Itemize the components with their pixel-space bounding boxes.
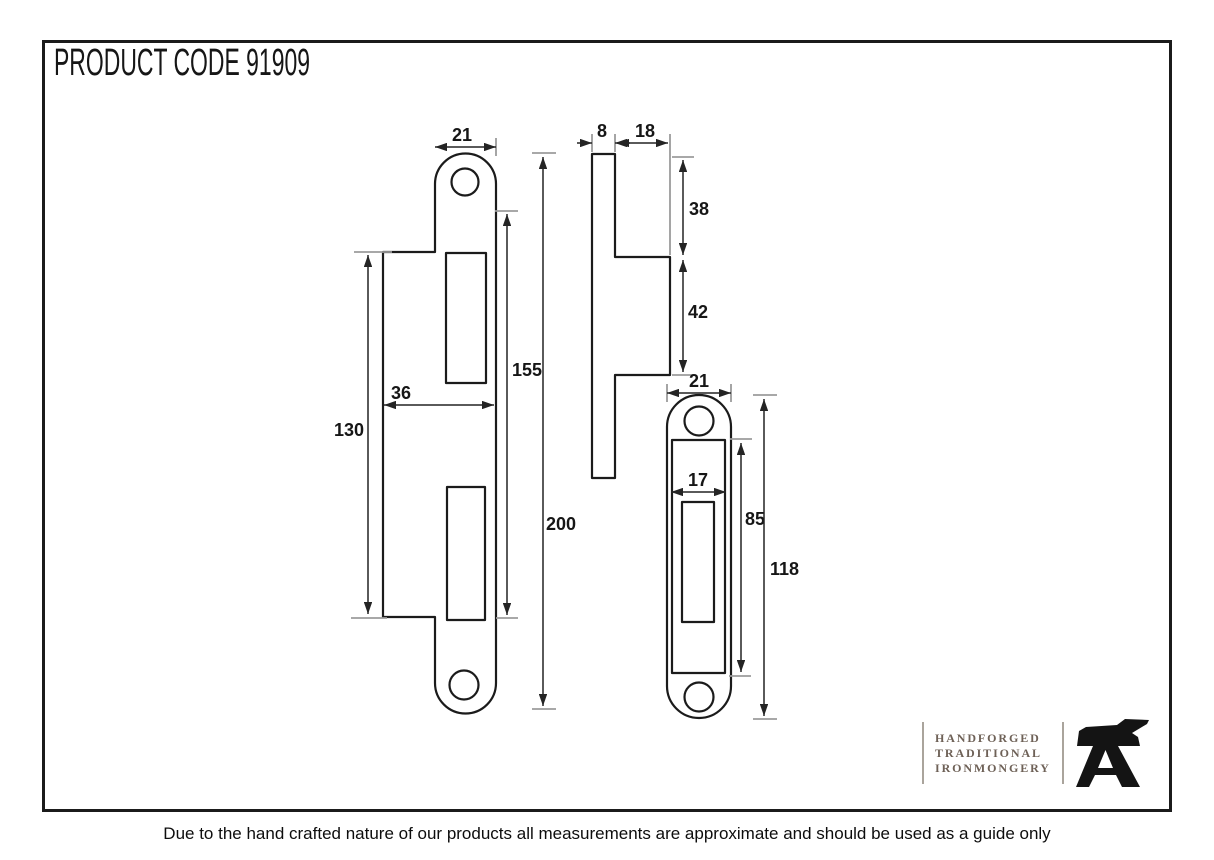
- logo-line-3: IRONMONGERY: [935, 760, 1051, 775]
- dim-faceplate-tab-width: 21: [435, 125, 497, 156]
- dim-profile-upper-height: 38: [672, 156, 709, 256]
- dim-profile-depth: 18: [617, 121, 671, 255]
- keep-slot: [680, 500, 716, 624]
- keep-outline: [665, 393, 733, 720]
- keep-bottom-hole: [683, 681, 715, 713]
- disclaimer-text: Due to the hand crafted nature of our pr…: [163, 824, 1051, 843]
- faceplate-front-view: 21 36 130 155 200: [334, 125, 576, 715]
- faceplate-bottom-hole: [448, 669, 480, 701]
- dim-label-keep-width: 21: [689, 371, 709, 391]
- dim-faceplate-face-height: 155: [495, 210, 542, 619]
- product-code-title: PRODUCT CODE 91909: [54, 42, 310, 84]
- dim-label-thickness: 8: [597, 121, 607, 141]
- dim-faceplate-plate-width: 36: [384, 383, 494, 410]
- keep-top-hole: [683, 405, 715, 437]
- dim-label-upper-height: 38: [689, 199, 709, 219]
- dim-keep-overall-height: 118: [753, 394, 799, 720]
- dim-keep-slot-width: 17: [671, 470, 726, 497]
- logo-text: HANDFORGED TRADITIONAL IRONMONGERY: [935, 731, 1051, 776]
- faceplate-lower-slot: [445, 485, 487, 622]
- dim-label-face-height: 155: [512, 360, 542, 380]
- dim-faceplate-overall-height: 200: [532, 152, 576, 710]
- logo-divider-right: [1062, 722, 1064, 784]
- dim-profile-thickness: 8: [577, 121, 630, 152]
- dim-label-keep-slot-width: 17: [688, 470, 708, 490]
- drawing-sheet: [42, 40, 1172, 812]
- keep-inner-plate: [670, 438, 727, 675]
- faceplate-top-hole: [450, 167, 480, 197]
- dim-label-overall-height: 200: [546, 514, 576, 534]
- keep-front-view: 21 17 85 118: [665, 371, 799, 720]
- faceplate-upper-slot: [444, 251, 488, 385]
- dim-label-keep-overall-height: 118: [770, 559, 799, 579]
- dim-keep-plate-height: 85: [729, 438, 765, 677]
- logo-line-1: HANDFORGED: [935, 730, 1041, 745]
- anvil-icon: [1076, 719, 1149, 787]
- dim-keep-width: 21: [666, 371, 732, 402]
- dim-label-body-height: 130: [334, 420, 364, 440]
- dim-label-plate-width: 36: [391, 383, 411, 403]
- profile-outline: [590, 152, 672, 480]
- dim-profile-box-height: 42: [672, 260, 708, 376]
- profile-side-view: 8 18 38 42: [577, 121, 709, 480]
- logo-line-2: TRADITIONAL: [935, 745, 1042, 760]
- brand-logo: HANDFORGED TRADITIONAL IRONMONGERY: [922, 718, 1151, 788]
- dim-label-depth: 18: [635, 121, 655, 141]
- dim-label-keep-plate-height: 85: [745, 509, 765, 529]
- logo-divider-left: [922, 722, 924, 784]
- dim-label-box-height: 42: [688, 302, 708, 322]
- faceplate-outline: [381, 152, 498, 715]
- dim-faceplate-body-height: 130: [334, 251, 392, 619]
- dim-label-tab-width: 21: [452, 125, 472, 145]
